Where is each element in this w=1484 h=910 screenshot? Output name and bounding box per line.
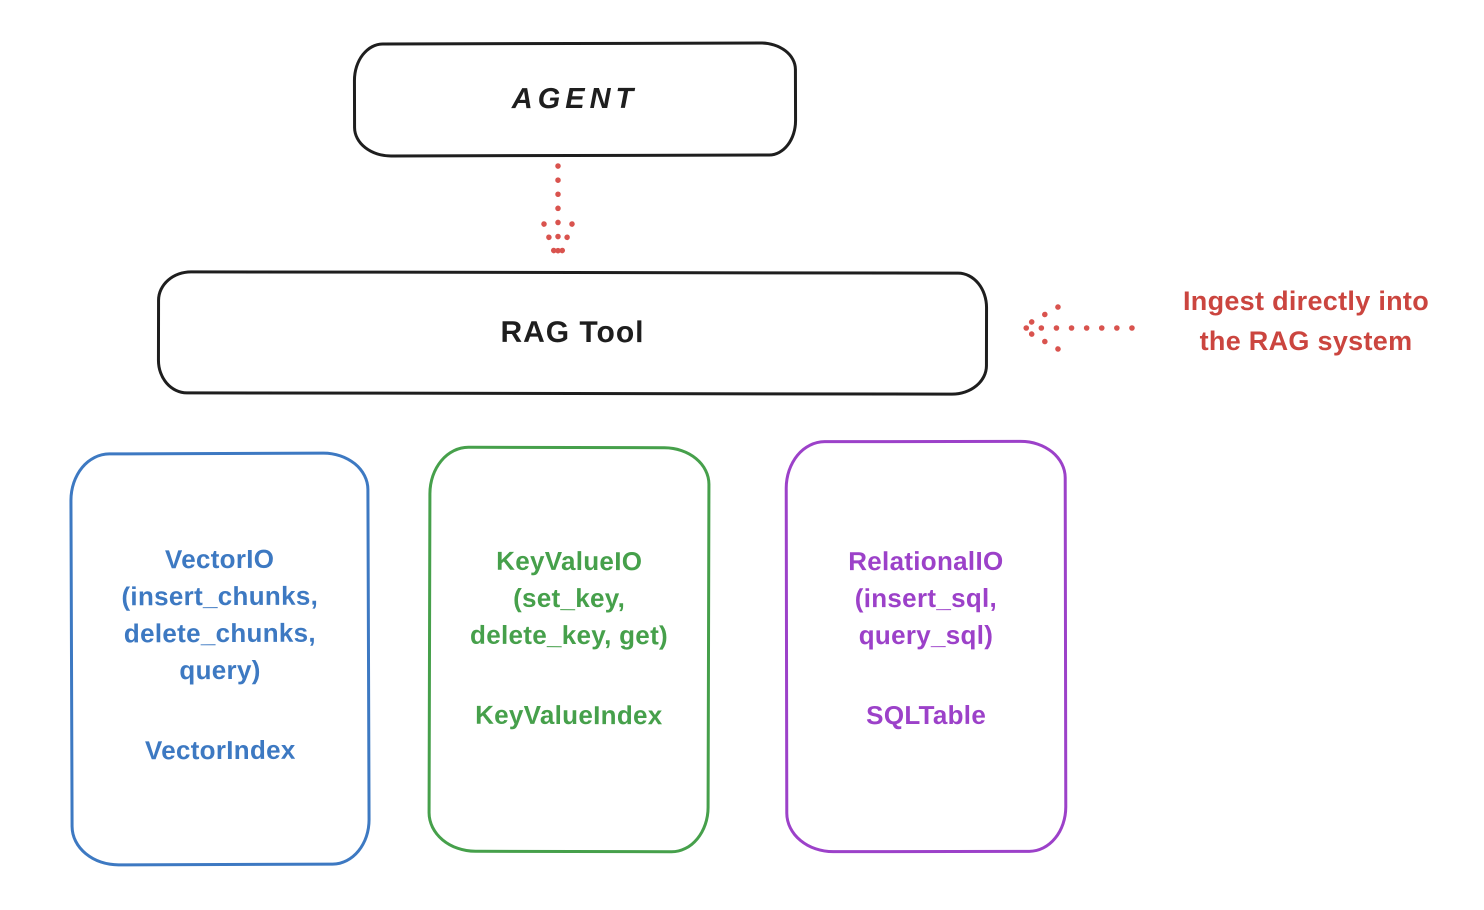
backend-card-key-value-io: KeyValueIO (set_key, delete_key, get) Ke… xyxy=(427,445,711,854)
vector-io-title: VectorIO (insert_chunks, delete_chunks, … xyxy=(121,543,319,686)
rag-tool-label: RAG Tool xyxy=(500,315,645,350)
agent-label: AGENT xyxy=(511,82,639,116)
sql-table-label: SQLTable xyxy=(866,699,987,731)
key-value-io-title: KeyValueIO (set_key, delete_key, get) xyxy=(470,545,669,651)
backend-card-relational-io: RelationalIO (insert_sql, query_sql) SQL… xyxy=(784,439,1068,854)
rag-tool-box: RAG Tool xyxy=(156,270,989,396)
annotation-ingest-note: Ingest directly into the RAG system xyxy=(1182,286,1430,356)
agent-box: AGENT xyxy=(352,41,798,158)
backend-card-vector-io: VectorIO (insert_chunks, delete_chunks, … xyxy=(69,451,371,867)
dotted-left-arrow-icon xyxy=(1018,304,1135,352)
key-value-index-label: KeyValueIndex xyxy=(475,699,663,731)
relational-io-title: RelationalIO (insert_sql, query_sql) xyxy=(848,545,1004,651)
vector-index-label: VectorIndex xyxy=(144,734,296,766)
dotted-down-arrow-icon xyxy=(541,163,575,265)
